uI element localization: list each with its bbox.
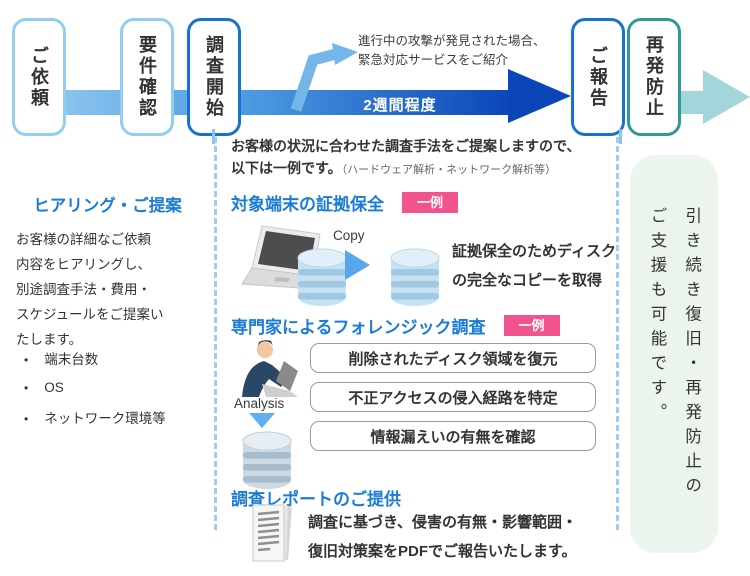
- bullet-label: OS: [44, 380, 64, 395]
- example-badge: 一例: [402, 191, 459, 214]
- body-line: 内容をヒアリングし、: [16, 257, 151, 272]
- analysis-label: Analysis: [234, 396, 285, 411]
- emergency-callout: 進行中の攻撃が発見された場合、 緊急対応サービスをご紹介: [358, 32, 546, 70]
- intro-line1: お客様の状況に合わせた調査手法をご提案しますので、: [231, 138, 581, 154]
- middle-intro: お客様の状況に合わせた調査手法をご提案しますので、 以下は一例です。（ハードウェ…: [231, 136, 611, 179]
- step-report: ご報告: [571, 18, 625, 136]
- step-request: ご依頼: [12, 18, 66, 136]
- list-item: • ネットワーク環境等: [24, 407, 204, 427]
- example-badge: 一例: [503, 314, 560, 337]
- intro-line2-main: 以下は一例です。: [231, 159, 342, 176]
- hearing-proposal-body: お客様の詳細なご依頼 内容をヒアリングし、 別途調査手法・費用・ スケジュールを…: [16, 227, 206, 352]
- bullet-icon: •: [24, 353, 29, 367]
- desc-line: の完全なコピーを取得: [452, 271, 603, 289]
- followup-support-panel: 引き続き復旧・再発防止の ご支援も可能です。: [630, 155, 718, 553]
- next-phase-arrow-icon: [678, 91, 706, 114]
- followup-support-text: 引き続き復旧・再発防止の ご支援も可能です。: [639, 207, 708, 501]
- bullet-icon: •: [24, 381, 29, 395]
- section-forensic-heading-row: 専門家によるフォレンジック調査 一例: [231, 313, 560, 338]
- list-item: • OS: [24, 380, 204, 395]
- section-report-heading-row: 調査レポートのご提供: [231, 485, 401, 510]
- source-disk-icon: [297, 248, 347, 306]
- connector-line-left: [212, 129, 215, 144]
- copy-label: Copy: [333, 228, 365, 243]
- body-line: お客様の詳細なご依頼: [16, 232, 151, 247]
- dashed-separator-right: [616, 137, 619, 530]
- bullet-label: ネットワーク環境等: [44, 411, 166, 426]
- intro-note: （ハードウェア解析・ネットワーク解析等）: [341, 163, 557, 176]
- connector-line-right: [619, 129, 622, 144]
- report-description: 調査に基づき、侵害の有無・影響範囲・ 復旧対策案をPDFでご報告いたします。: [308, 509, 577, 566]
- desc-line: 調査に基づき、侵害の有無・影響範囲・: [308, 514, 577, 531]
- desc-line: 証拠保全のためディスク: [452, 243, 616, 260]
- forensic-findings-list: 削除されたディスク領域を復元 不正アクセスの侵入経路を特定 情報漏えいの有無を確…: [310, 343, 596, 460]
- intro-line2: 以下は一例です。（ハードウェア解析・ネットワーク解析等）: [231, 158, 611, 180]
- hearing-proposal-heading: ヒアリング・ご提案: [33, 197, 182, 215]
- finding-item: 削除されたディスク領域を復元: [310, 343, 596, 373]
- analysis-disk-icon: [242, 431, 292, 489]
- callout-bent-arrow-icon: [290, 43, 358, 112]
- callout-line2: 緊急対応サービスをご紹介: [358, 52, 509, 67]
- section-forensic-heading: 専門家によるフォレンジック調査: [231, 318, 486, 337]
- preservation-description: 証拠保全のためディスク の完全なコピーを取得: [452, 238, 616, 295]
- step-recurrence-prevention: 再発防止: [627, 18, 681, 136]
- section-preservation-heading: 対象端末の証拠保全: [231, 195, 384, 214]
- next-phase-arrowhead-icon: [703, 70, 750, 124]
- body-line: スケジュールをご提案い: [16, 307, 164, 322]
- body-line: たします。: [16, 332, 83, 347]
- callout-line1: 進行中の攻撃が発見された場合、: [358, 34, 546, 48]
- step-requirements: 要件確認: [120, 18, 174, 136]
- copy-arrow-icon: [345, 250, 370, 280]
- finding-item: 不正アクセスの侵入経路を特定: [310, 382, 596, 412]
- report-document-icon: [252, 504, 292, 562]
- bullet-icon: •: [24, 412, 29, 426]
- bullet-label: 端末台数: [44, 352, 99, 367]
- section-report-heading: 調査レポートのご提供: [231, 490, 401, 509]
- step-investigation-start: 調査開始: [187, 18, 241, 136]
- analyst-icon: [242, 340, 298, 397]
- section-preservation-heading-row: 対象端末の証拠保全 一例: [231, 190, 459, 215]
- body-line: 別途調査手法・費用・: [16, 282, 151, 297]
- hearing-bullet-list: • 端末台数 • OS • ネットワーク環境等: [24, 348, 204, 439]
- duration-label: 2週間程度: [363, 97, 437, 114]
- list-item: • 端末台数: [24, 348, 204, 368]
- vtext-line: 引き続き復旧・再発防止の: [682, 207, 701, 501]
- vtext-line: ご支援も可能です。: [648, 207, 666, 428]
- timeline-arrowhead-icon: [508, 69, 571, 123]
- analysis-arrow-icon: [249, 413, 275, 428]
- finding-item: 情報漏えいの有無を確認: [310, 421, 596, 451]
- dashed-separator-left: [214, 137, 217, 530]
- copied-disk-icon: [390, 248, 440, 306]
- desc-line: 復旧対策案をPDFでご報告いたします。: [308, 542, 577, 560]
